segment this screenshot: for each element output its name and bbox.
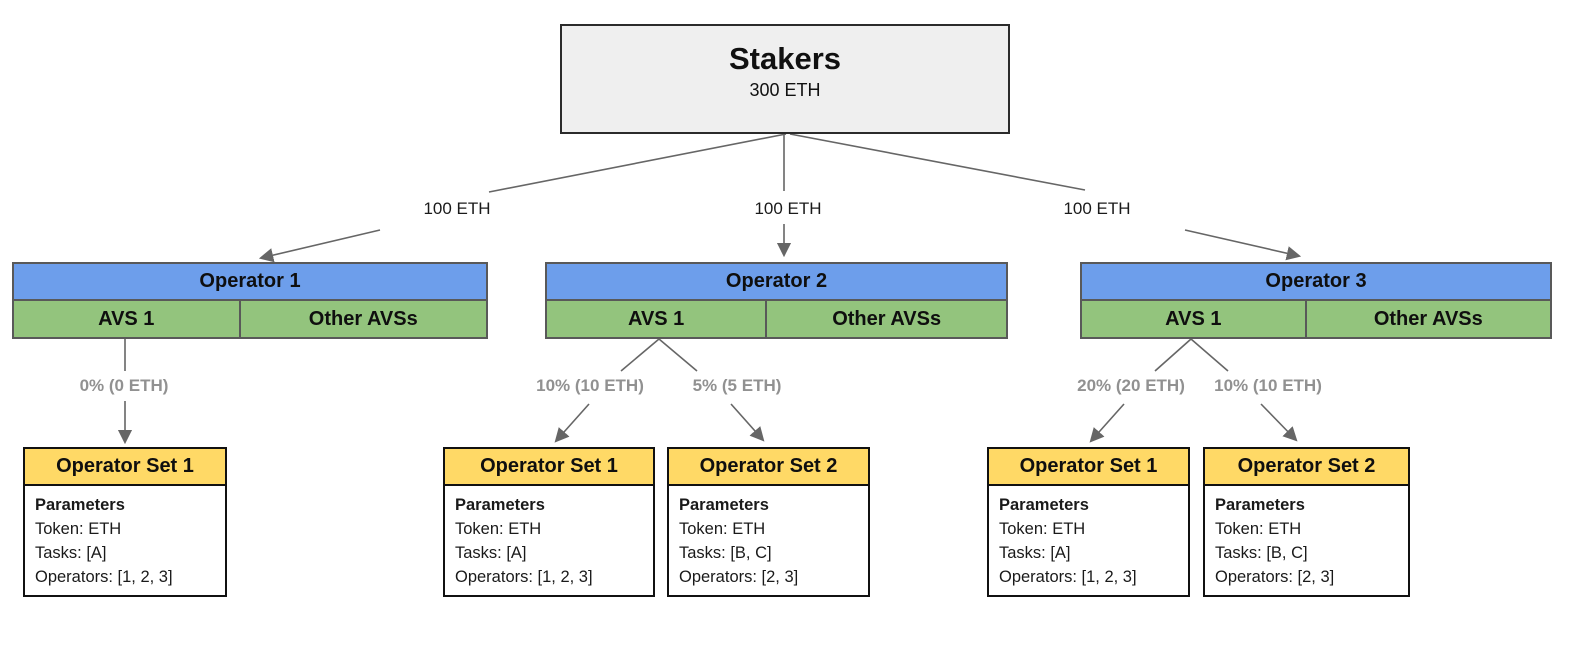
stakers-amount: 300 ETH: [749, 80, 821, 100]
params-tasks: Tasks: [A]: [35, 544, 107, 562]
op2-operator-set1-params: Parameters Token: ETH Tasks: [A] Operato…: [445, 486, 653, 595]
params-tasks: Tasks: [B, C]: [679, 544, 772, 562]
allocation-label-op2-set2: 5% (5 ETH): [690, 376, 784, 396]
params-title: Parameters: [1215, 496, 1305, 514]
operator2-title: Operator 2: [547, 264, 1006, 301]
op2-operator-set1-box: Operator Set 1 Parameters Token: ETH Tas…: [443, 447, 655, 597]
op1-operator-set1-params: Parameters Token: ETH Tasks: [A] Operato…: [25, 486, 225, 595]
op2-operator-set2-box: Operator Set 2 Parameters Token: ETH Tas…: [667, 447, 870, 597]
op3-operator-set2-title: Operator Set 2: [1205, 449, 1408, 486]
stakers-box: Stakers 300 ETH: [560, 24, 1010, 134]
params-operators: Operators: [1, 2, 3]: [455, 568, 593, 586]
op1-operator-set1-title: Operator Set 1: [25, 449, 225, 486]
op2-operator-set1-title: Operator Set 1: [445, 449, 653, 486]
params-title: Parameters: [35, 496, 125, 514]
op3-operator-set2-params: Parameters Token: ETH Tasks: [B, C] Oper…: [1205, 486, 1408, 595]
op3-operator-set1-title: Operator Set 1: [989, 449, 1188, 486]
params-token: Token: ETH: [455, 520, 542, 538]
operator3-avs1-cell: AVS 1: [1082, 301, 1307, 337]
operator2-other-avs-cell: Other AVSs: [767, 301, 1006, 337]
operator1-table: Operator 1 AVS 1 Other AVSs: [12, 262, 488, 339]
operator2-avs-row: AVS 1 Other AVSs: [547, 301, 1006, 337]
params-operators: Operators: [2, 3]: [679, 568, 799, 586]
op1-operator-set1-box: Operator Set 1 Parameters Token: ETH Tas…: [23, 447, 227, 597]
op2-operator-set2-title: Operator Set 2: [669, 449, 868, 486]
operator1-avs1-cell: AVS 1: [14, 301, 241, 337]
params-token: Token: ETH: [1215, 520, 1302, 538]
operator3-avs-row: AVS 1 Other AVSs: [1082, 301, 1550, 337]
params-token: Token: ETH: [999, 520, 1086, 538]
params-title: Parameters: [455, 496, 545, 514]
allocation-label-op2-set1: 10% (10 ETH): [534, 376, 646, 396]
op2-operator-set2-params: Parameters Token: ETH Tasks: [B, C] Oper…: [669, 486, 868, 595]
stake-label-operator2: 100 ETH: [752, 199, 824, 219]
stake-label-operator3: 100 ETH: [1061, 199, 1133, 219]
operator1-title: Operator 1: [14, 264, 486, 301]
allocation-label-op3-set1: 20% (20 ETH): [1075, 376, 1187, 396]
operator2-table: Operator 2 AVS 1 Other AVSs: [545, 262, 1008, 339]
stakers-title: Stakers: [728, 41, 842, 76]
op3-operator-set1-params: Parameters Token: ETH Tasks: [A] Operato…: [989, 486, 1188, 595]
operator3-other-avs-cell: Other AVSs: [1306, 301, 1550, 337]
params-operators: Operators: [2, 3]: [1215, 568, 1335, 586]
params-title: Parameters: [999, 496, 1089, 514]
operator3-table: Operator 3 AVS 1 Other AVSs: [1080, 262, 1552, 339]
params-token: Token: ETH: [35, 520, 122, 538]
operator1-other-avs-cell: Other AVSs: [240, 301, 486, 337]
allocation-label-op1-set1: 0% (0 ETH): [77, 376, 171, 396]
params-tasks: Tasks: [B, C]: [1215, 544, 1308, 562]
stake-label-operator1: 100 ETH: [421, 199, 493, 219]
operator1-avs-row: AVS 1 Other AVSs: [14, 301, 486, 337]
operator2-avs1-cell: AVS 1: [547, 301, 768, 337]
params-operators: Operators: [1, 2, 3]: [35, 568, 173, 586]
params-token: Token: ETH: [679, 520, 766, 538]
params-operators: Operators: [1, 2, 3]: [999, 568, 1137, 586]
operator3-title: Operator 3: [1082, 264, 1550, 301]
op3-operator-set1-box: Operator Set 1 Parameters Token: ETH Tas…: [987, 447, 1190, 597]
params-title: Parameters: [679, 496, 769, 514]
allocation-label-op3-set2: 10% (10 ETH): [1212, 376, 1324, 396]
op3-operator-set2-box: Operator Set 2 Parameters Token: ETH Tas…: [1203, 447, 1410, 597]
params-tasks: Tasks: [A]: [999, 544, 1071, 562]
params-tasks: Tasks: [A]: [455, 544, 527, 562]
